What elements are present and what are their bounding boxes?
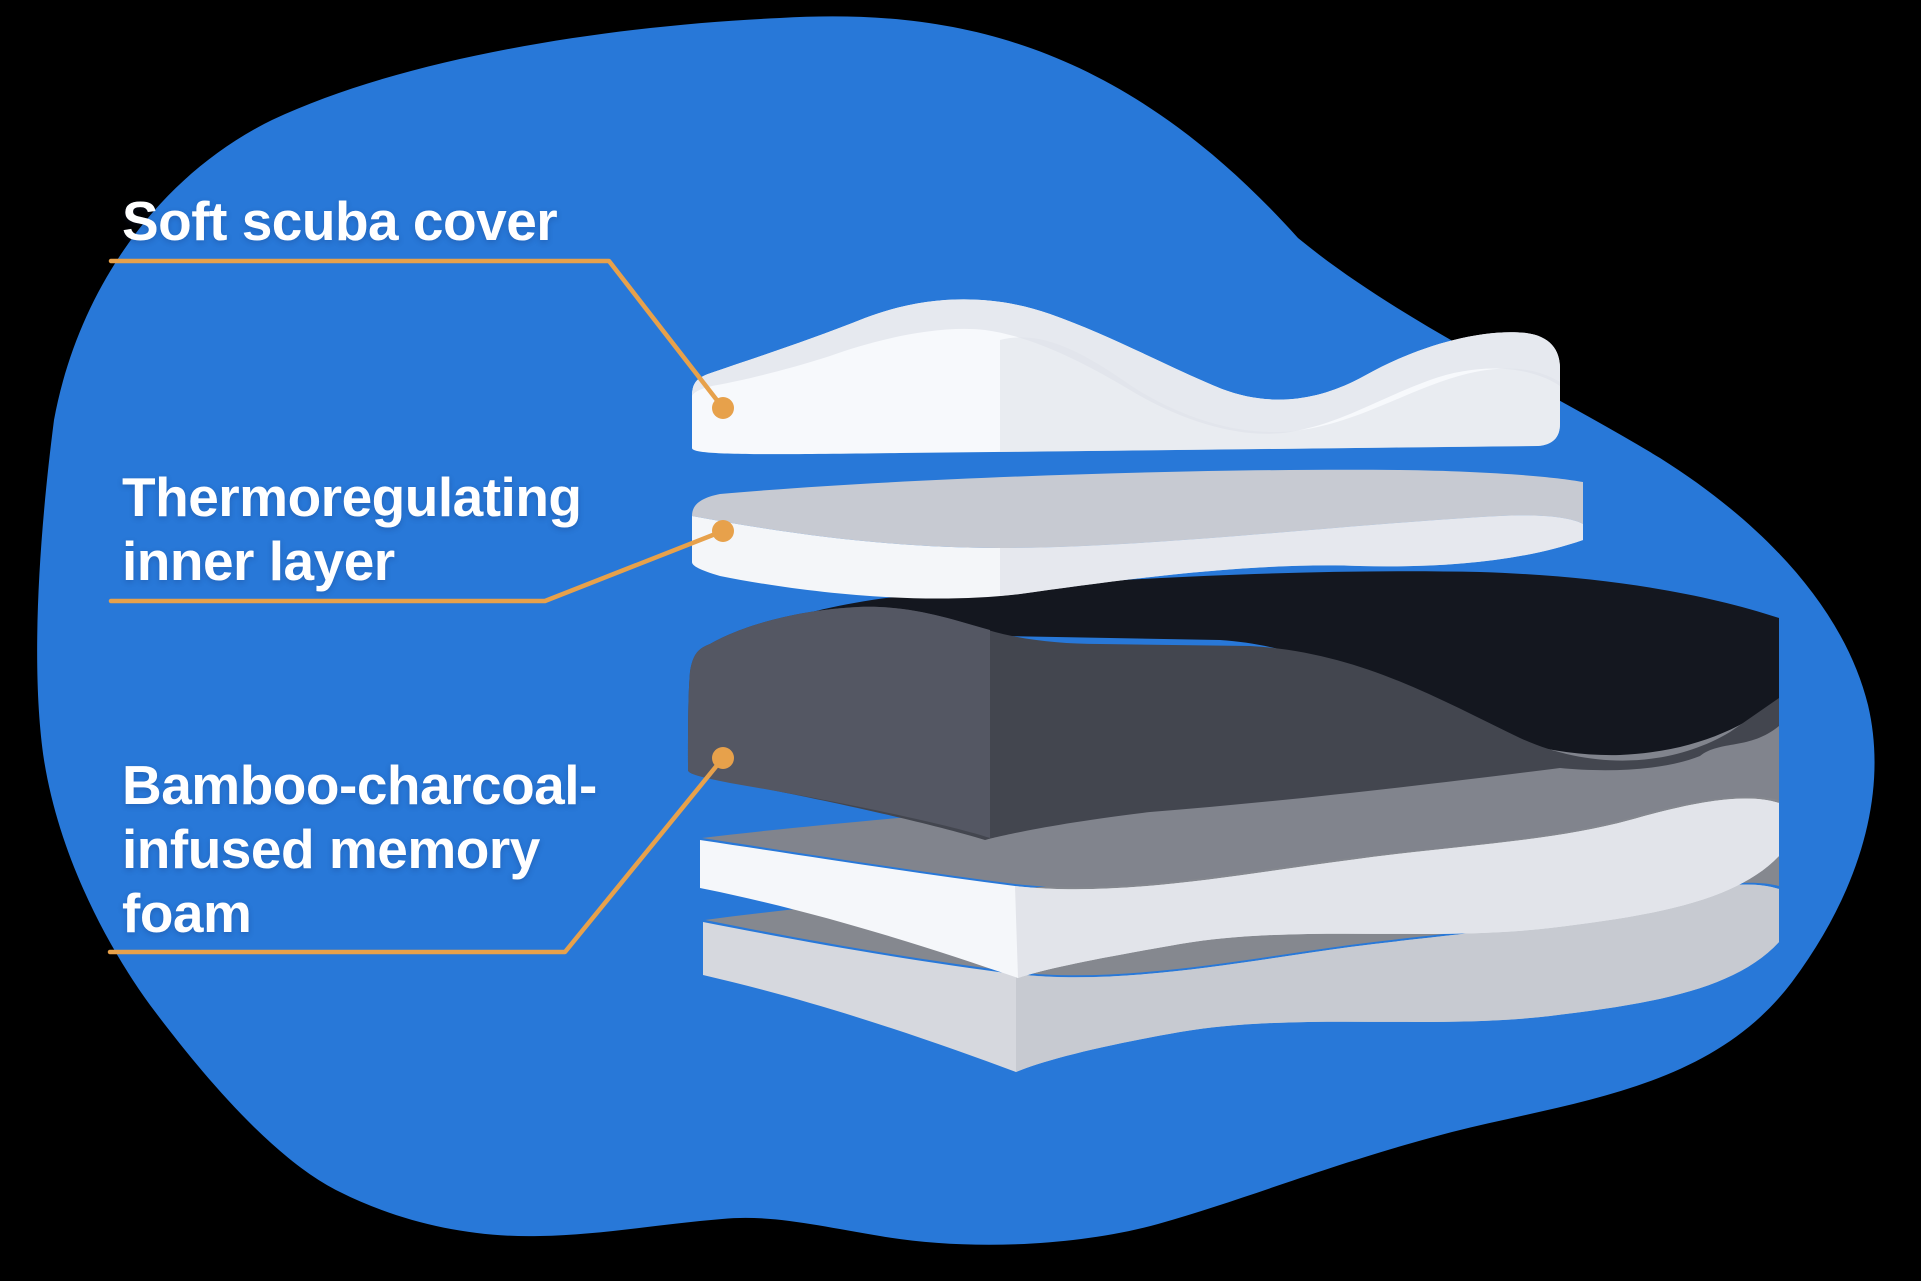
memory-foam-front-face-left: [688, 606, 990, 838]
label-bamboo-charcoal-memory-foam: Bamboo-charcoal- infused memory foam: [122, 753, 597, 945]
inner-layer-front-face-shade: [1000, 515, 1583, 596]
leader-dot-thermoregulating: [712, 520, 734, 542]
label-line: Soft scuba cover: [122, 190, 558, 252]
base-layer-front-face-shade: [1015, 798, 1779, 978]
label-line: inner layer: [122, 530, 395, 592]
inner-layer-top-surface: [692, 469, 1583, 548]
cover-front-face-shade: [1000, 337, 1560, 452]
leader-line-thermoregulating: [108, 528, 726, 604]
leader-dot-memory-foam: [712, 747, 734, 769]
leader-line-soft-scuba-cover: [108, 258, 726, 411]
bottom-layer-front-face-shade: [1016, 884, 1779, 1072]
memory-foam-top-surface: [700, 571, 1779, 756]
cover-top-surface: [692, 299, 1560, 434]
leader-dots-group: [712, 397, 734, 769]
label-thermoregulating-inner-layer: Thermoregulating inner layer: [122, 465, 582, 593]
label-line: Thermoregulating: [122, 466, 582, 528]
label-line: Bamboo-charcoal-: [122, 754, 597, 816]
leader-dot-soft-scuba-cover: [712, 397, 734, 419]
leader-lines-group: [107, 258, 726, 955]
label-soft-scuba-cover: Soft scuba cover: [122, 189, 558, 253]
label-line: foam: [122, 882, 252, 944]
label-line: infused memory: [122, 818, 540, 880]
leader-line-memory-foam: [107, 755, 726, 955]
